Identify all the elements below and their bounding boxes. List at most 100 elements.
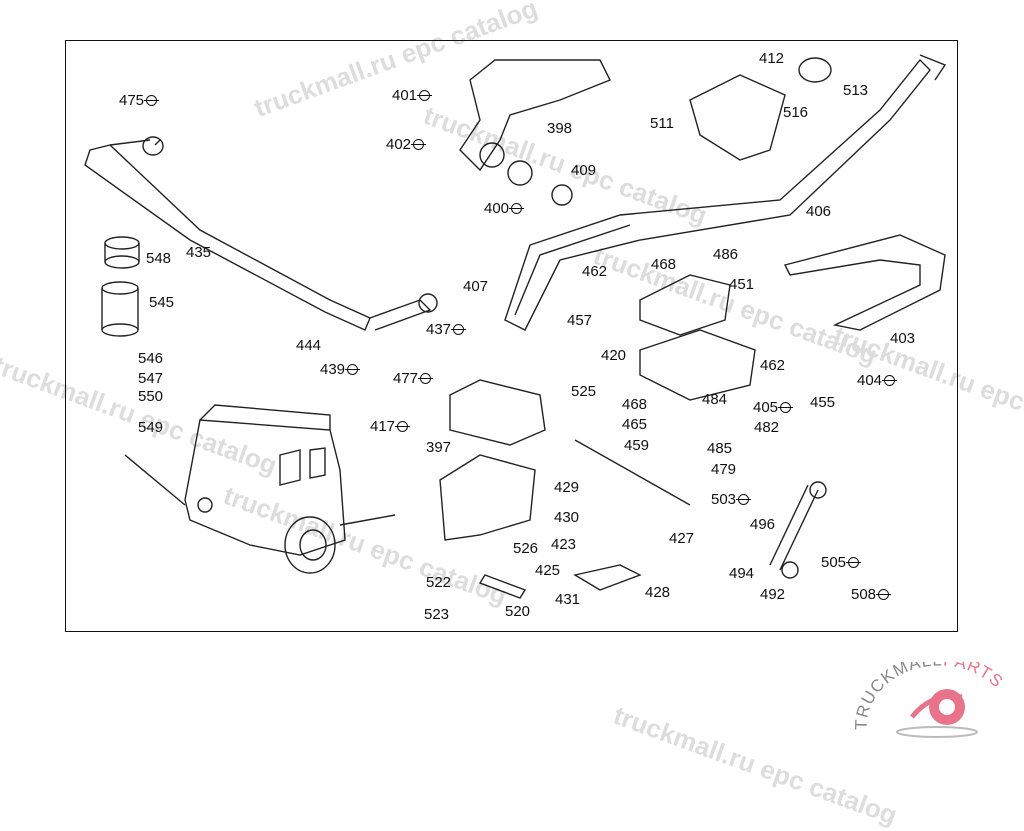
part-label-409[interactable]: 409 [571, 163, 596, 179]
part-number: 400 [484, 200, 510, 217]
part-label-513[interactable]: 513 [843, 83, 868, 99]
part-label-439[interactable]: 439 [320, 361, 361, 378]
part-label-477[interactable]: 477 [393, 370, 434, 387]
part-number: 455 [810, 394, 836, 411]
part-label-496[interactable]: 496 [750, 517, 775, 533]
part-number: 511 [650, 115, 674, 132]
part-number: 508 [851, 586, 877, 603]
part-label-455[interactable]: 455 [810, 395, 835, 411]
part-number: 484 [702, 391, 728, 408]
part-number: 437 [426, 321, 452, 338]
part-label-407[interactable]: 407 [463, 279, 488, 295]
part-label-522[interactable]: 522 [426, 575, 451, 591]
part-label-523[interactable]: 523 [424, 607, 449, 623]
part-label-545[interactable]: 545 [149, 295, 174, 311]
part-label-546[interactable]: 546 [138, 351, 163, 367]
part-label-430[interactable]: 430 [554, 510, 579, 526]
part-label-417[interactable]: 417 [370, 418, 411, 435]
part-number: 496 [750, 516, 776, 533]
part-label-511[interactable]: 511 [650, 116, 674, 132]
leaf-spring [504, 54, 947, 331]
part-label-425[interactable]: 425 [535, 563, 560, 579]
part-label-420[interactable]: 420 [601, 348, 626, 364]
part-label-468[interactable]: 468 [622, 397, 647, 413]
part-label-482[interactable]: 482 [754, 420, 779, 436]
part-number: 429 [554, 479, 580, 496]
assembly-marker-icon [509, 203, 525, 214]
part-label-494[interactable]: 494 [729, 566, 754, 582]
part-label-451[interactable]: 451 [729, 277, 754, 293]
part-label-549[interactable]: 549 [138, 420, 163, 436]
part-label-520[interactable]: 520 [505, 604, 530, 620]
part-number: 417 [370, 418, 396, 435]
part-label-492[interactable]: 492 [760, 587, 785, 603]
assembly-marker-icon [345, 364, 361, 375]
rubber-buffers [101, 57, 832, 337]
part-number: 546 [138, 350, 164, 367]
part-label-465[interactable]: 465 [622, 417, 647, 433]
assembly-marker-icon [411, 139, 427, 150]
part-label-475[interactable]: 475 [119, 92, 160, 109]
part-label-400[interactable]: 400 [484, 200, 525, 217]
part-label-401[interactable]: 401 [392, 88, 433, 104]
part-number: 407 [463, 278, 489, 295]
part-number: 468 [622, 396, 648, 413]
part-label-548[interactable]: 548 [146, 251, 171, 267]
part-label-457[interactable]: 457 [567, 313, 592, 329]
part-number: 409 [571, 162, 597, 179]
part-label-547[interactable]: 547 [138, 371, 163, 387]
part-number: 427 [669, 530, 695, 547]
part-label-479[interactable]: 479 [711, 462, 736, 478]
part-label-503[interactable]: 503 [711, 491, 752, 508]
part-number: 549 [138, 419, 164, 436]
part-label-526[interactable]: 526 [513, 541, 538, 557]
part-number: 465 [622, 416, 648, 433]
part-label-516[interactable]: 516 [783, 105, 808, 121]
part-number: 475 [119, 92, 145, 109]
part-label-485[interactable]: 485 [707, 441, 732, 457]
part-label-404[interactable]: 404 [857, 373, 898, 389]
part-label-444[interactable]: 444 [296, 338, 321, 354]
part-number: 459 [624, 437, 650, 454]
diagram-frame [65, 40, 958, 632]
part-number: 406 [806, 203, 832, 220]
truckmall-parts-logo: TRUCKMALLPARTS [852, 650, 1022, 750]
part-label-505[interactable]: 505 [821, 555, 862, 571]
part-label-423[interactable]: 423 [551, 537, 576, 553]
part-number: 550 [138, 388, 164, 405]
part-label-398[interactable]: 398 [547, 121, 572, 137]
part-label-403[interactable]: 403 [890, 331, 915, 347]
part-number: 525 [571, 383, 597, 400]
part-number: 486 [713, 246, 739, 263]
part-label-427[interactable]: 427 [669, 531, 694, 547]
part-number: 477 [393, 370, 419, 387]
stabilizer-bar [84, 136, 438, 331]
part-label-468[interactable]: 468 [651, 257, 676, 273]
part-label-484[interactable]: 484 [702, 392, 727, 408]
parts-drawing [84, 54, 947, 599]
part-number: 547 [138, 370, 164, 387]
part-label-550[interactable]: 550 [138, 389, 163, 405]
part-label-508[interactable]: 508 [851, 586, 892, 603]
part-number: 503 [711, 491, 737, 508]
part-label-462[interactable]: 462 [582, 264, 607, 280]
part-number: 520 [505, 603, 531, 620]
part-label-402[interactable]: 402 [386, 137, 427, 153]
part-label-525[interactable]: 525 [571, 384, 596, 400]
part-number: 439 [320, 361, 346, 378]
part-number: 526 [513, 540, 539, 557]
part-label-428[interactable]: 428 [645, 585, 670, 601]
part-label-406[interactable]: 406 [806, 204, 831, 220]
part-label-397[interactable]: 397 [426, 440, 451, 456]
part-label-429[interactable]: 429 [554, 480, 579, 496]
part-label-405[interactable]: 405 [753, 400, 794, 416]
part-label-486[interactable]: 486 [713, 247, 738, 263]
part-label-412[interactable]: 412 [759, 51, 784, 67]
part-label-459[interactable]: 459 [624, 438, 649, 454]
assembly-marker-icon [144, 95, 160, 106]
part-number: 513 [843, 82, 869, 99]
part-label-435[interactable]: 435 [186, 245, 211, 261]
part-label-431[interactable]: 431 [555, 592, 580, 608]
part-label-462[interactable]: 462 [760, 358, 785, 374]
part-label-437[interactable]: 437 [426, 321, 467, 338]
